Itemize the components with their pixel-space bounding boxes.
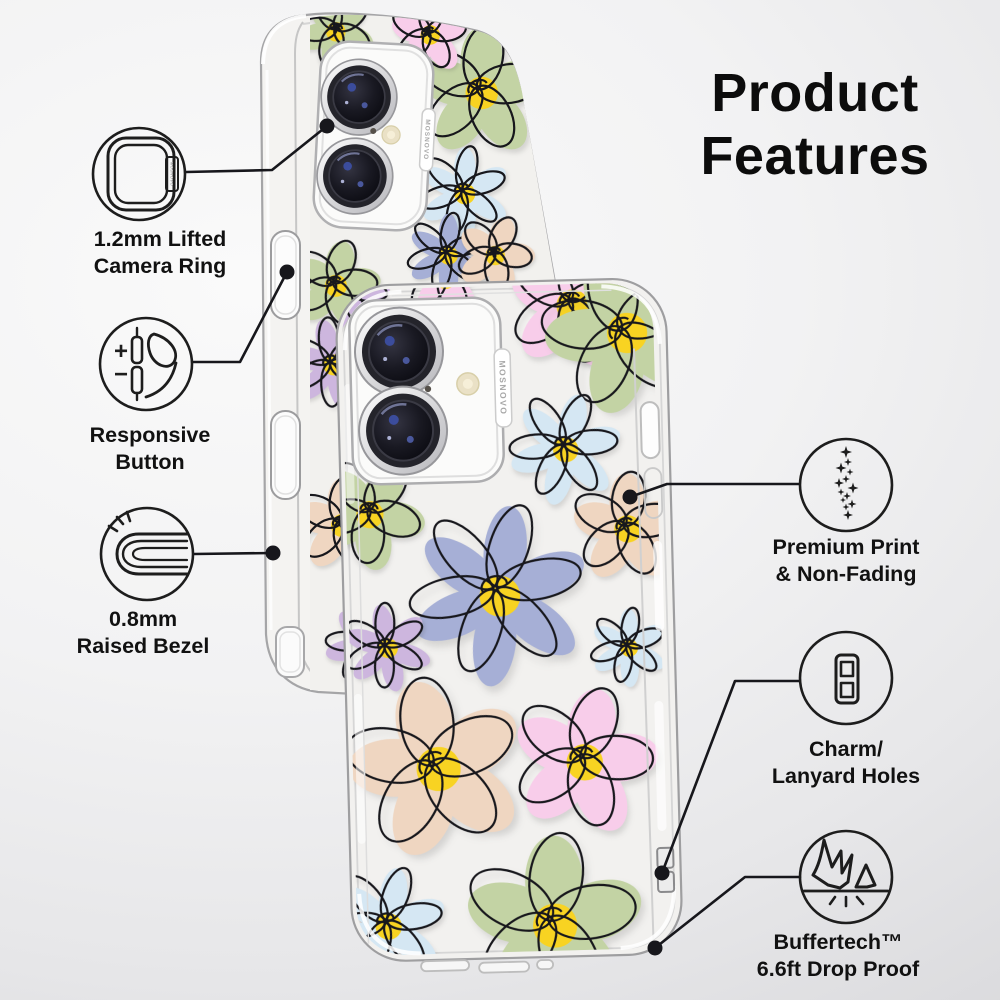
camera-flash xyxy=(455,371,480,396)
lanyard-holes-icon xyxy=(796,628,896,728)
page-title-line2: Features xyxy=(700,126,930,186)
callout-dot xyxy=(654,865,670,881)
feature-text: & Non-Fading xyxy=(775,562,917,586)
phone-case-front-view: MOSNOVO xyxy=(335,277,683,974)
feature-label: 1.2mm Lifted Camera Ring xyxy=(45,226,275,280)
page-title: Product Features xyxy=(650,62,980,188)
responsive-button-icon: + − xyxy=(96,314,196,414)
camera-ring-icon: MOSNOVO xyxy=(89,124,189,224)
minus-sign: − xyxy=(114,361,128,388)
camera-mic-hole xyxy=(370,127,377,134)
feature-text: Raised Bezel xyxy=(76,634,210,658)
callout-line-responsive-button xyxy=(191,270,289,364)
feature-label: Buffertech™ 6.6ft Drop Proof xyxy=(723,929,953,983)
feature-text: Charm/ xyxy=(808,737,884,761)
feature-text: Premium Print xyxy=(772,535,920,559)
bottom-port-cutouts xyxy=(420,959,554,974)
callout-line-raised-bezel xyxy=(192,551,275,556)
page-title-line1: Product xyxy=(711,63,919,123)
callout-dot xyxy=(622,489,638,505)
feature-text: 0.8mm xyxy=(108,607,178,631)
feature-label: 0.8mm Raised Bezel xyxy=(28,606,258,660)
camera-flash xyxy=(380,124,402,145)
feature-text: Lanyard Holes xyxy=(771,764,921,788)
feature-label: Responsive Button xyxy=(35,422,265,476)
brand-tab-label: MOSNOVO xyxy=(497,360,508,415)
raised-bezel-icon xyxy=(97,504,197,604)
drop-proof-icon xyxy=(796,827,896,927)
feature-text: Responsive xyxy=(89,423,211,447)
side-button-volume-down xyxy=(270,410,301,500)
feature-text: Button xyxy=(115,450,185,474)
feature-text: Buffertech™ xyxy=(773,930,903,954)
callout-line-drop-proof xyxy=(653,875,802,950)
plus-sign: + xyxy=(114,338,128,365)
camera-lens xyxy=(356,384,450,477)
callout-dot xyxy=(279,264,295,280)
brand-tab xyxy=(418,108,436,172)
callout-dot xyxy=(265,545,281,561)
feature-label: Charm/ Lanyard Holes xyxy=(731,736,961,790)
callout-dot xyxy=(319,118,335,134)
feature-text: 1.2mm Lifted xyxy=(93,227,227,251)
case-bottom-corner-detail xyxy=(275,626,305,678)
sparkle-dots xyxy=(834,446,859,520)
camera-module-front: MOSNOVO xyxy=(348,296,513,486)
brand-tab xyxy=(493,348,513,428)
callout-lines xyxy=(184,118,802,956)
premium-print-icon xyxy=(796,435,896,535)
camera-module-back: MOSNOVO xyxy=(312,40,436,232)
brand-tab-label: MOSNOVO xyxy=(422,119,431,160)
camera-lens xyxy=(352,305,446,399)
callout-line-lanyard-holes xyxy=(660,679,801,875)
callout-line-premium-print xyxy=(628,482,801,499)
feature-label: Premium Print & Non-Fading xyxy=(731,534,961,588)
feature-text: 6.6ft Drop Proof xyxy=(756,957,920,981)
camera-mic-hole xyxy=(424,385,432,393)
brand-tab-label: MOSNOVO xyxy=(170,162,175,186)
feature-text: Camera Ring xyxy=(93,254,227,278)
callout-line-camera-ring xyxy=(184,124,329,174)
callout-dot xyxy=(647,940,663,956)
side-button-power xyxy=(639,401,664,519)
